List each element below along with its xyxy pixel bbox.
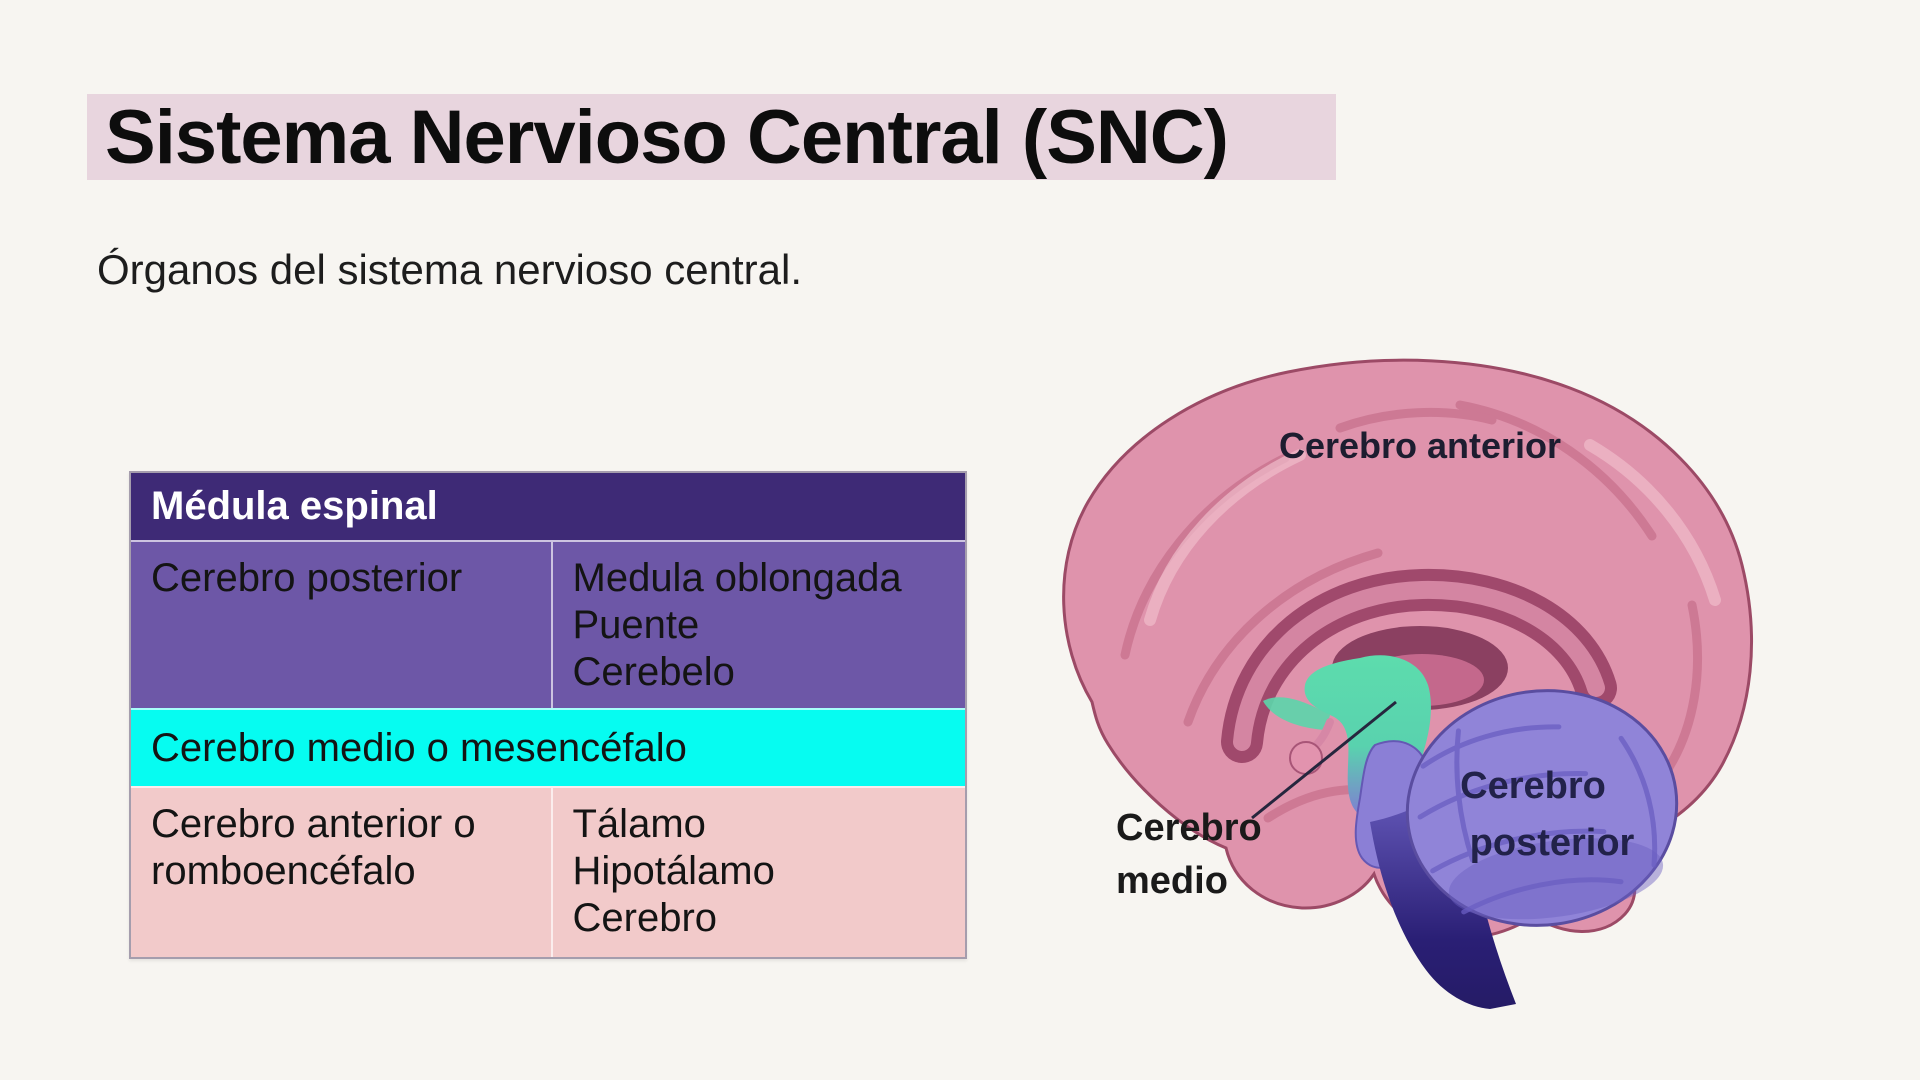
label-cerebro-medio-line2: medio [1116,860,1228,902]
brainstem-shape [1370,778,1516,1009]
table-row-forebrain: Cerebro anterior o romboencéfalo Tálamo … [131,786,965,957]
table-row-hindbrain: Cerebro posterior Medula oblongada Puent… [131,540,965,708]
snc-structure-table: Médula espinal Cerebro posterior Medula … [129,471,967,959]
table-row-midbrain: Cerebro medio o mesencéfalo [131,708,965,786]
label-cerebro-posterior-line2: posterior [1470,822,1635,864]
title-highlight: Sistema Nervioso Central (SNC) [87,94,1336,180]
brain-illustration: Cerebro anterior Cerebro medio Cerebro p… [1030,350,1775,1025]
forebrain-items-cell: Tálamo Hipotálamo Cerebro [550,788,965,957]
cerebellum-group [1405,689,1679,927]
label-cerebro-posterior-line1: Cerebro [1460,765,1606,807]
gyri-highlights [1144,439,1721,626]
forebrain-label-cell: Cerebro anterior o romboencéfalo [151,802,476,893]
midbrain-label-cell: Cerebro medio o mesencéfalo [151,725,687,770]
table-header-row: Médula espinal [131,473,965,540]
cerebellum-shadow [1448,838,1664,920]
cerebellum-shape [1405,689,1679,927]
page-title: Sistema Nervioso Central (SNC) [105,94,1229,180]
table-header-label: Médula espinal [151,484,438,528]
midbrain-pointer-line [1251,700,1397,820]
brain-sagittal-svg: Cerebro anterior Cerebro medio Cerebro p… [1062,358,1753,1009]
hindbrain-items-cell: Medula oblongada Puente Cerebelo [550,542,965,708]
pituitary-gland [1289,741,1323,775]
hindbrain-label-cell: Cerebro posterior [151,556,463,600]
slide-subtitle: Órganos del sistema nervioso central. [97,246,802,293]
midbrain-teal-arm [1263,697,1330,730]
cerebellum-striations [1417,724,1658,915]
label-cerebro-anterior: Cerebro anterior [1279,425,1561,466]
corpus-callosum-inner [1233,580,1605,751]
label-cerebro-medio-line1: Cerebro [1116,807,1262,849]
